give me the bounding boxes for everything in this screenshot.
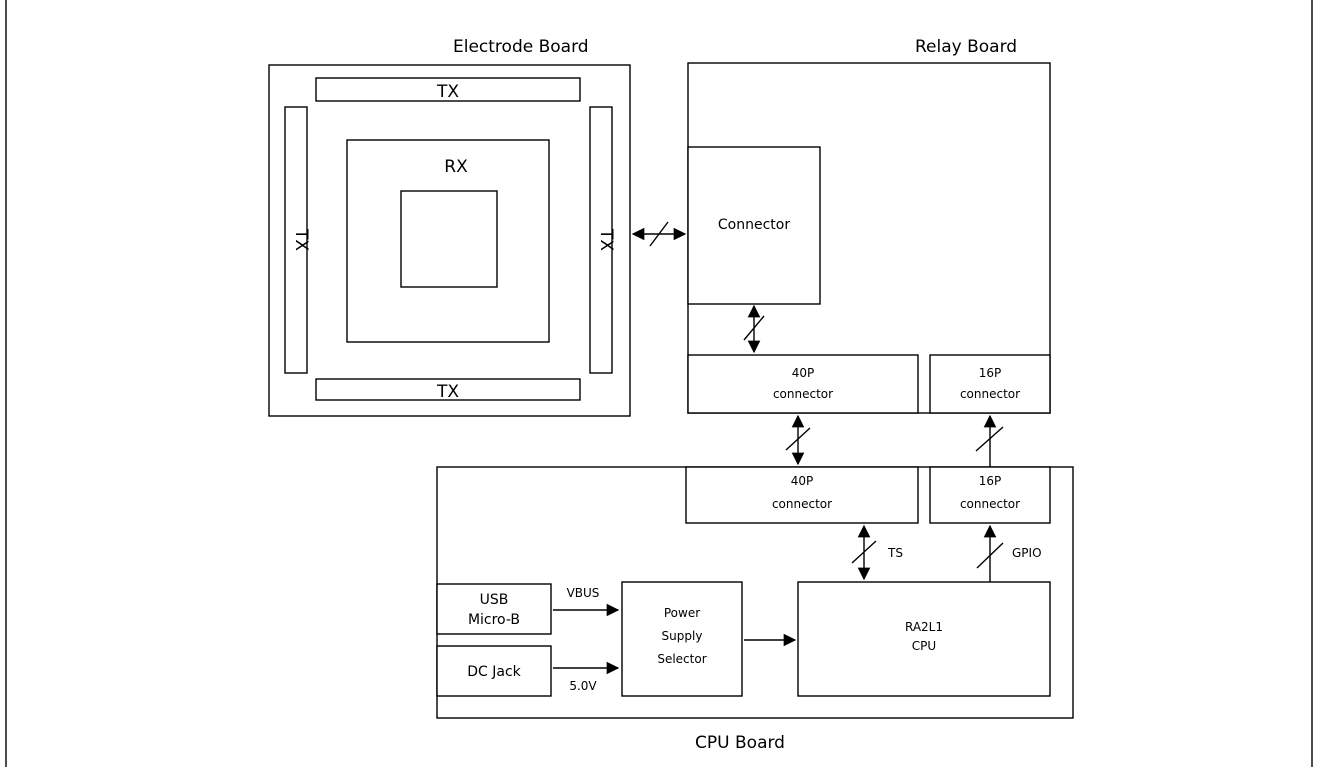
v5-label: 5.0V xyxy=(569,679,597,693)
cpu-40p-line2: connector xyxy=(772,497,832,511)
gpio-label: GPIO xyxy=(1012,546,1042,560)
relay-connector xyxy=(687,146,821,305)
tx-bottom-label: TX xyxy=(436,382,459,402)
cpu-board-title: CPU Board xyxy=(695,733,785,753)
vbus-label: VBUS xyxy=(567,586,600,600)
bus-slash-icon xyxy=(975,426,1004,452)
tx-right-label: TX xyxy=(596,228,616,251)
cpu-16p-line2: connector xyxy=(960,497,1020,511)
psu-line3: Selector xyxy=(657,652,706,666)
relay-40p-connector xyxy=(687,354,919,414)
bus-slash-icon xyxy=(976,542,1004,569)
power-supply-selector-box xyxy=(621,581,743,697)
tx-left-label: TX xyxy=(291,228,311,251)
usb-line1: USB xyxy=(480,592,509,608)
ts-label: TS xyxy=(887,546,903,560)
relay-40p-line1: 40P xyxy=(792,366,815,380)
relay-board-title: Relay Board xyxy=(915,37,1017,57)
tx-right-electrode xyxy=(589,106,613,374)
dc-jack-box xyxy=(436,645,552,697)
cpu-line2: CPU xyxy=(912,639,936,653)
relay-16p-connector xyxy=(929,354,1051,414)
ra2l1-cpu-box xyxy=(797,581,1051,697)
usb-line2: Micro-B xyxy=(468,612,520,628)
bus-slash-icon xyxy=(649,221,669,247)
rx-electrode-inner xyxy=(400,190,498,288)
tx-bottom-electrode xyxy=(315,378,581,401)
relay-40p-line2: connector xyxy=(773,387,833,401)
tx-left-electrode xyxy=(284,106,308,374)
psu-line2: Supply xyxy=(662,629,703,643)
electrode-board-title: Electrode Board xyxy=(453,37,589,57)
cpu-16p-line1: 16P xyxy=(979,474,1002,488)
usb-micro-b-box xyxy=(436,583,552,635)
psu-line1: Power xyxy=(664,606,700,620)
bus-slash-icon xyxy=(851,540,877,564)
cpu-16p-connector xyxy=(929,466,1051,524)
relay-16p-line1: 16P xyxy=(979,366,1002,380)
cpu-40p-line1: 40P xyxy=(791,474,814,488)
rx-label: RX xyxy=(444,157,468,177)
bus-slash-icon xyxy=(743,315,765,341)
bus-slash-icon xyxy=(785,427,811,451)
cpu-line1: RA2L1 xyxy=(905,620,943,634)
tx-top-label: TX xyxy=(436,82,459,102)
dc-jack-label: DC Jack xyxy=(467,664,521,680)
tx-top-electrode xyxy=(315,77,581,102)
cpu-40p-connector xyxy=(685,466,919,524)
relay-16p-line2: connector xyxy=(960,387,1020,401)
relay-connector-label: Connector xyxy=(718,217,790,233)
